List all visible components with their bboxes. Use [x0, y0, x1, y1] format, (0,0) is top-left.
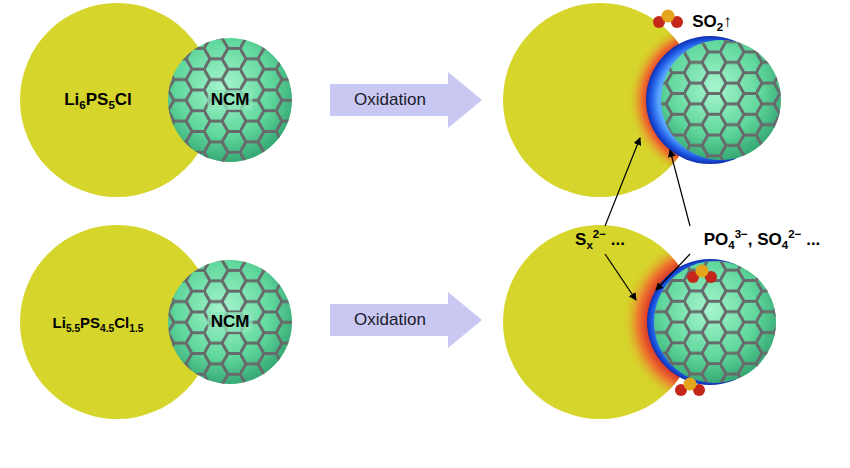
species-label: PO43−, SO42− ... — [704, 230, 821, 250]
step-label: Oxidation — [354, 310, 426, 330]
gas-label: SO2↑ — [692, 12, 731, 32]
material-label: Li6PS5Cl — [64, 90, 132, 110]
material-label: NCM — [208, 90, 253, 110]
material-label: NCM — [208, 312, 253, 332]
cathode-particle: NCM — [168, 260, 292, 384]
process-arrow: Oxidation — [330, 292, 482, 348]
cathode-particle: NCM — [168, 38, 292, 162]
material-label: Li5.5PS4.5Cl1.5 — [53, 314, 144, 331]
species-label: Sx2− ... — [575, 230, 625, 250]
process-arrow: Oxidation — [330, 72, 482, 128]
step-label: Oxidation — [354, 90, 426, 110]
